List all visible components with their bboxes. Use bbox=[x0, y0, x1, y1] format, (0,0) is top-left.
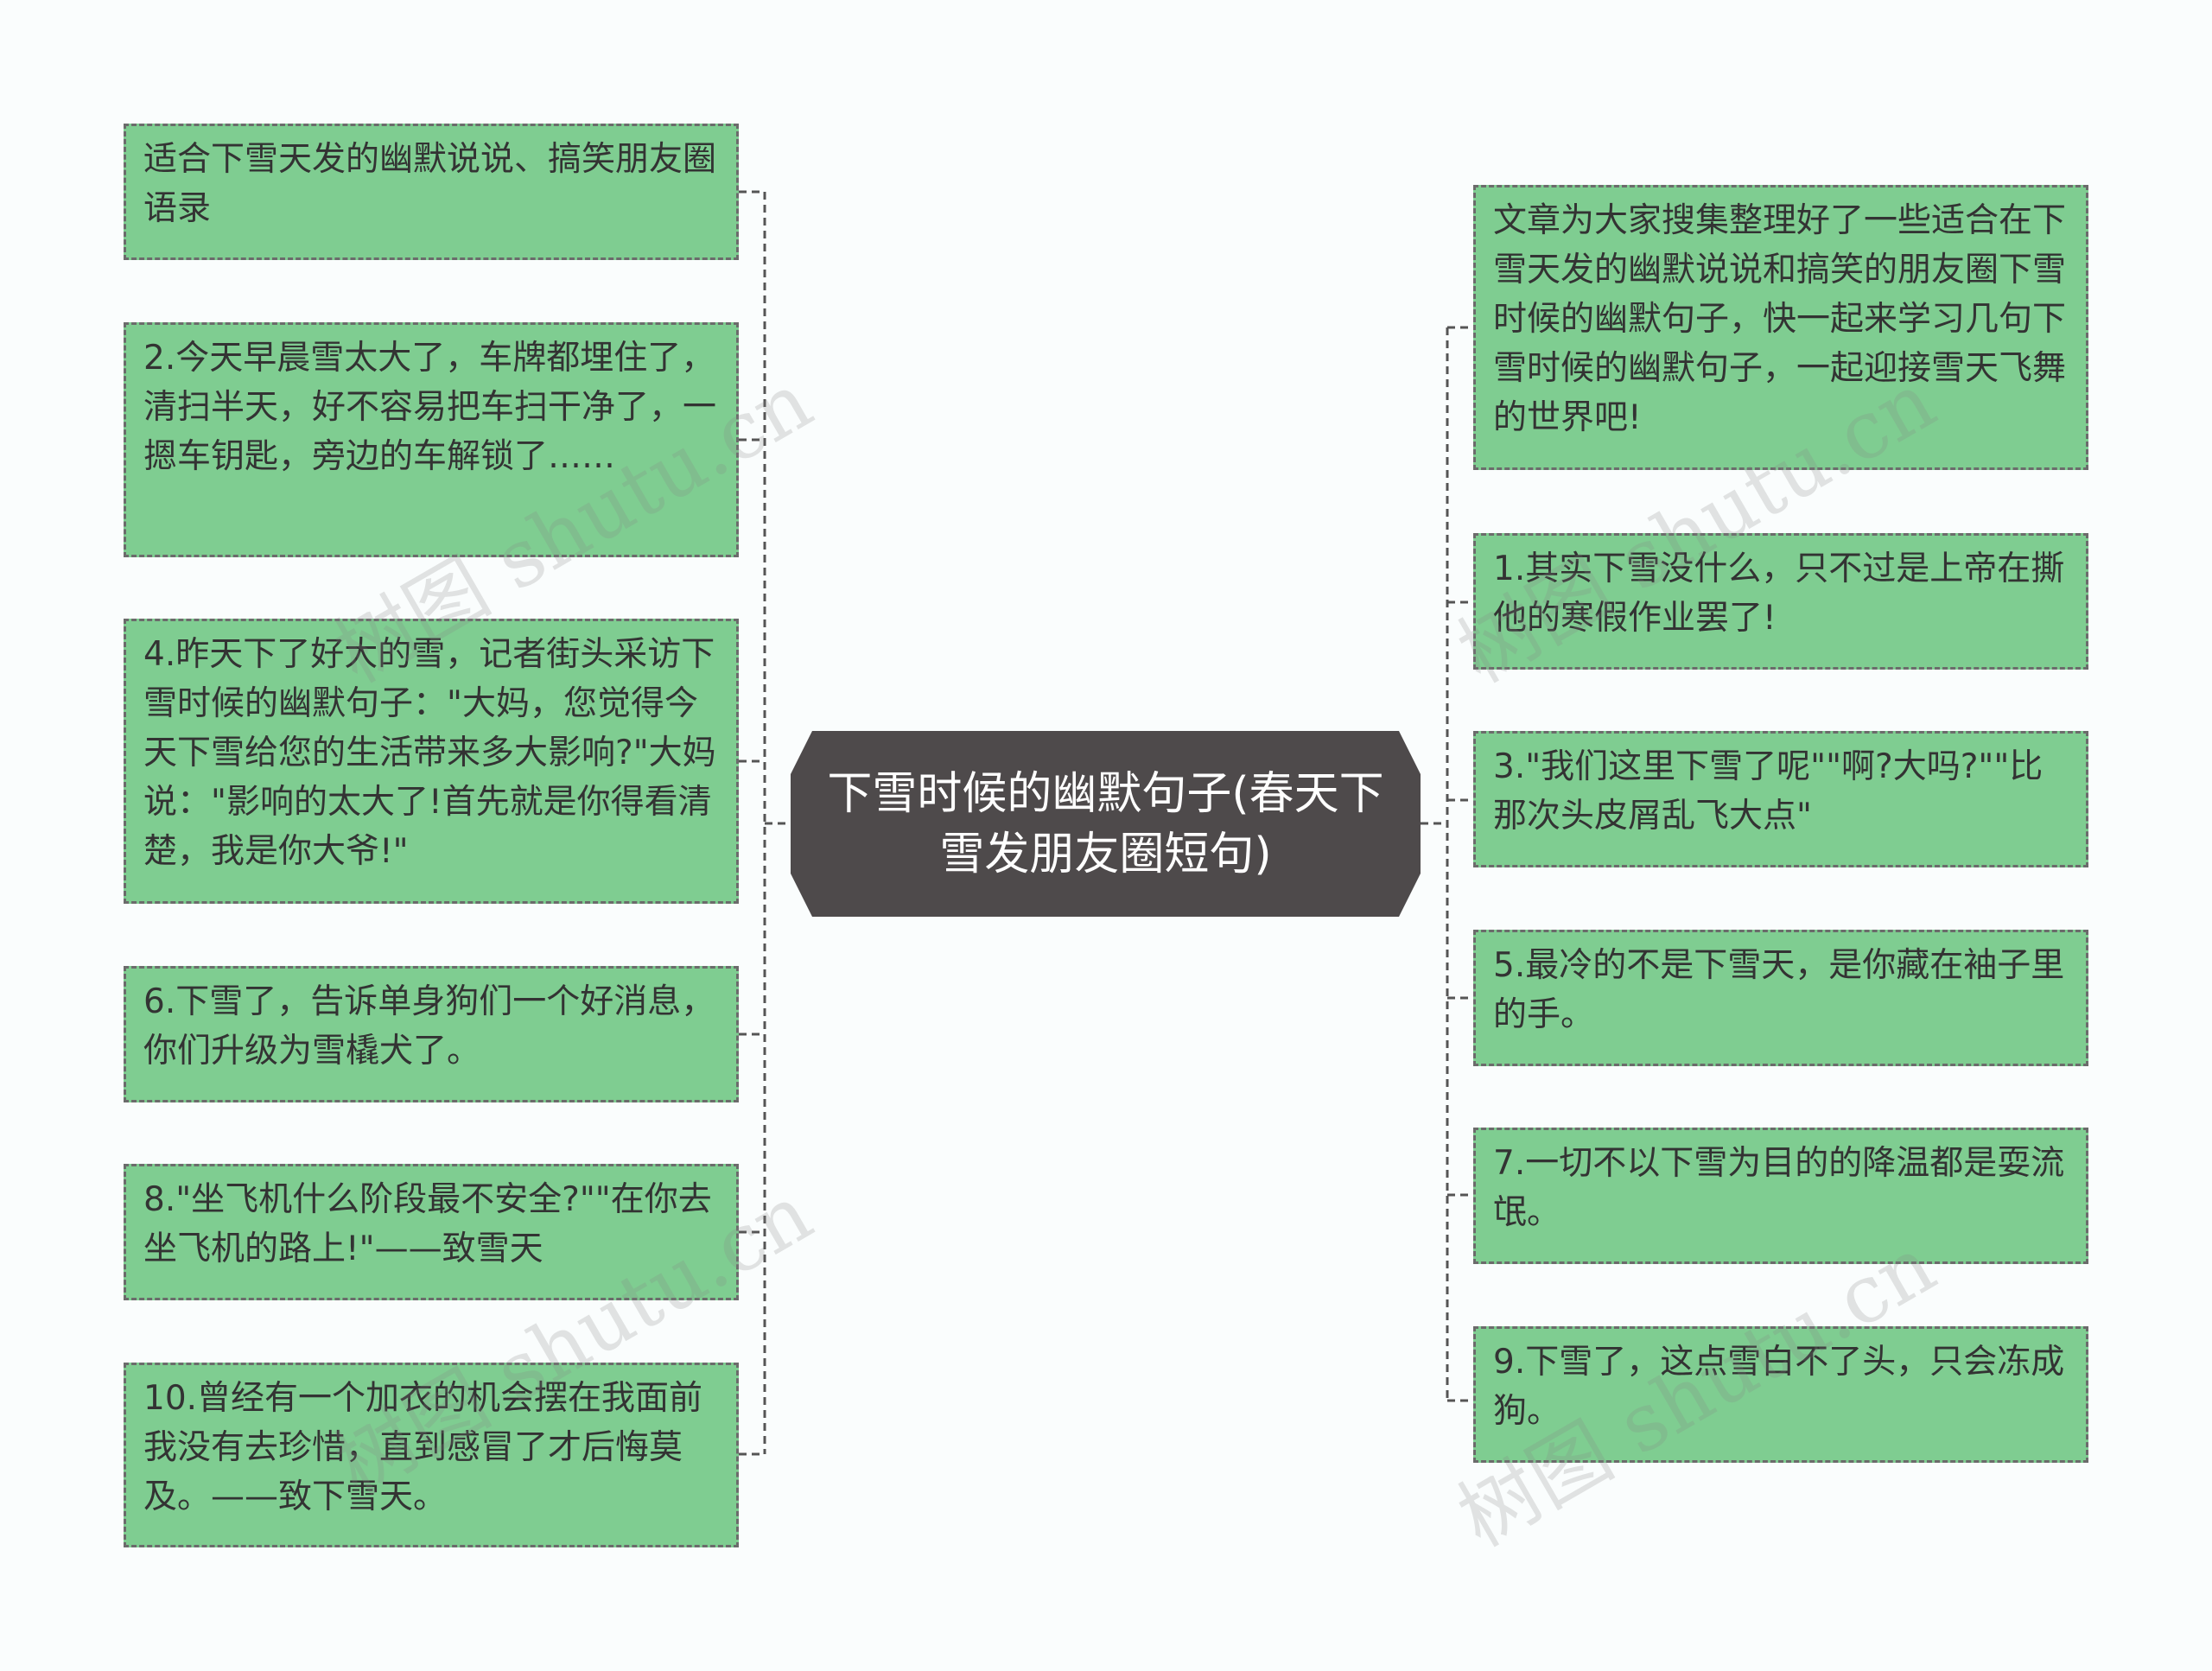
left-node-6[interactable]: 10.曾经有一个加衣的机会摆在我面前我没有去珍惜，直到感冒了才后悔莫及。——致下… bbox=[124, 1363, 739, 1547]
right-node-4[interactable]: 5.最冷的不是下雪天，是你藏在袖子里的手。 bbox=[1473, 930, 2088, 1066]
left-node-4[interactable]: 6.下雪了，告诉单身狗们一个好消息，你们升级为雪橇犬了。 bbox=[124, 966, 739, 1102]
right-node-6[interactable]: 9.下雪了，这点雪白不了头，只会冻成狗。 bbox=[1473, 1326, 2088, 1463]
right-node-5[interactable]: 7.一切不以下雪为目的的降温都是耍流氓。 bbox=[1473, 1128, 2088, 1264]
center-topic-title: 下雪时候的幽默句子(春天下雪发朋友圈短句) bbox=[827, 767, 1384, 880]
right-node-3[interactable]: 3."我们这里下雪了呢""啊?大吗?""比那次头皮屑乱飞大点" bbox=[1473, 731, 2088, 867]
center-topic-node[interactable]: 下雪时候的幽默句子(春天下雪发朋友圈短句) bbox=[791, 731, 1421, 917]
right-node-1[interactable]: 文章为大家搜集整理好了一些适合在下雪天发的幽默说说和搞笑的朋友圈下雪时候的幽默句… bbox=[1473, 185, 2088, 470]
right-node-2[interactable]: 1.其实下雪没什么，只不过是上帝在撕他的寒假作业罢了! bbox=[1473, 533, 2088, 670]
left-node-2[interactable]: 2.今天早晨雪太大了，车牌都埋住了，清扫半天，好不容易把车扫干净了，一摁车钥匙，… bbox=[124, 322, 739, 557]
left-node-3[interactable]: 4.昨天下了好大的雪，记者街头采访下雪时候的幽默句子："大妈，您觉得今天下雪给您… bbox=[124, 619, 739, 904]
left-node-5[interactable]: 8."坐飞机什么阶段最不安全?""在你去坐飞机的路上!"——致雪天 bbox=[124, 1164, 739, 1300]
left-node-1[interactable]: 适合下雪天发的幽默说说、搞笑朋友圈语录 bbox=[124, 124, 739, 260]
